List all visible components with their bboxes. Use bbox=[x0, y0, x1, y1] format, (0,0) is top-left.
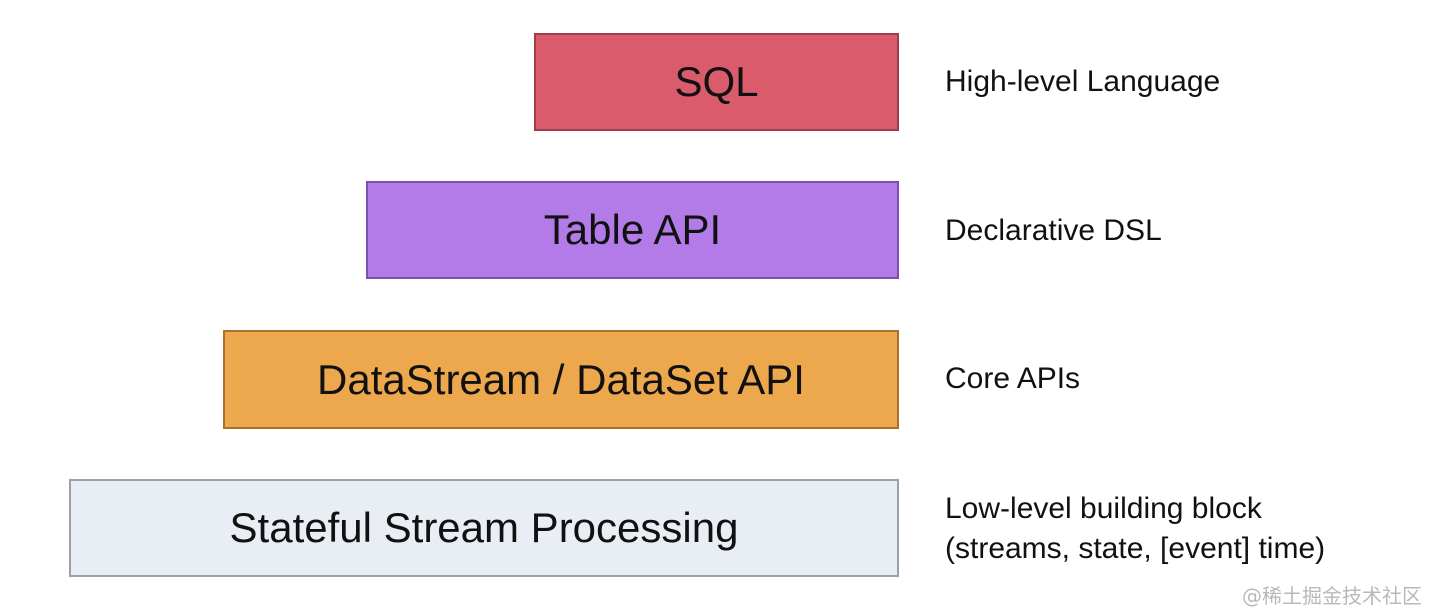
stateful-stream-processing-layer-label: Stateful Stream Processing bbox=[229, 504, 739, 551]
table-api-description-line: Declarative DSL bbox=[945, 214, 1162, 247]
watermark: @稀土掘金技术社区 bbox=[1242, 584, 1422, 608]
stateful-stream-processing-layer-box: Stateful Stream Processing bbox=[69, 479, 899, 577]
table-api-layer-box: Table API bbox=[366, 181, 899, 279]
stateful-stream-processing-layer-description: Low-level building block (streams, state… bbox=[945, 489, 1325, 569]
datastream-description-line: Core APIs bbox=[945, 362, 1081, 395]
datastream-api-layer-box: DataStream / DataSet API bbox=[223, 330, 899, 429]
sql-layer-label: SQL bbox=[674, 58, 759, 105]
table-api-layer-label: Table API bbox=[543, 206, 722, 253]
stateful-description-line-2: (streams, state, [event] time) bbox=[945, 532, 1326, 565]
sql-description-line: High-level Language bbox=[945, 65, 1221, 98]
stateful-description-line-1: Low-level building block bbox=[945, 492, 1262, 525]
table-api-layer-description: Declarative DSL bbox=[945, 211, 1162, 251]
datastream-api-layer-description: Core APIs bbox=[945, 359, 1080, 399]
datastream-api-layer-label: DataStream / DataSet API bbox=[317, 355, 805, 403]
sql-layer-box: SQL bbox=[534, 33, 899, 131]
sql-layer-description: High-level Language bbox=[945, 62, 1220, 102]
